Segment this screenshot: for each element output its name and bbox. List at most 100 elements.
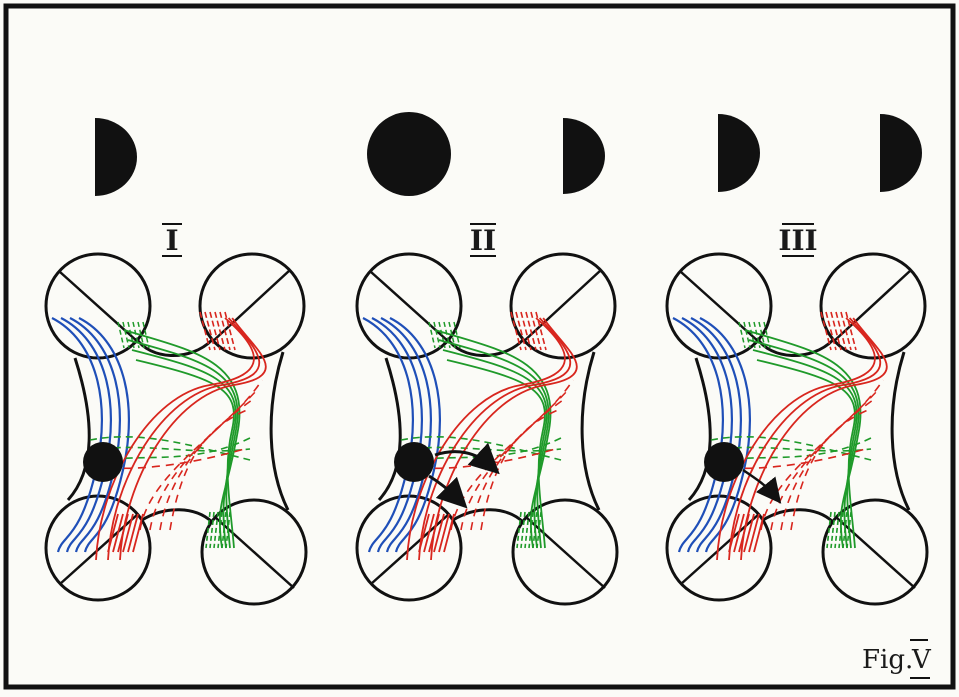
hatch-green (830, 511, 836, 549)
hatch-green (520, 511, 526, 549)
half-disc-icon (95, 118, 137, 196)
hatch-red (825, 311, 837, 351)
field-line-green (131, 349, 237, 549)
hatch-green (826, 511, 832, 549)
field-line-green (752, 349, 858, 549)
half-disc-icon (718, 114, 760, 192)
field-line-green (756, 359, 856, 549)
arrow (428, 474, 468, 509)
hatch-green (536, 511, 542, 549)
field-line-red-dashed (760, 379, 884, 531)
field-line-green (127, 339, 239, 549)
hatch-green (838, 511, 844, 549)
hatch-red (510, 311, 522, 351)
field-line-green (123, 329, 241, 549)
hatch-red (748, 513, 760, 553)
hatch-red (127, 513, 139, 553)
hatch-green (453, 321, 461, 349)
panel-label: II (470, 224, 496, 257)
half-disc-icon (880, 114, 922, 192)
field-line-green (748, 339, 860, 549)
hatch-green (205, 511, 211, 549)
hatch-green (516, 511, 522, 549)
field-line-red (107, 317, 260, 561)
hatch-red (132, 513, 144, 553)
field-line-green-dashed (710, 435, 872, 461)
pole-divider (680, 513, 760, 585)
field-line-red-dashed (770, 389, 879, 531)
hatch-red (209, 311, 221, 351)
pole-divider (832, 269, 912, 343)
pole-divider (59, 513, 139, 585)
black-disc (83, 442, 123, 482)
arrow (742, 468, 782, 504)
hatch-green (225, 511, 231, 549)
field-line-green-dashed (400, 435, 562, 461)
hatch-red (418, 513, 430, 553)
hatch-red (753, 513, 765, 553)
hatch-green (763, 321, 771, 349)
pole-divider (370, 513, 450, 585)
pole-circle (200, 498, 308, 606)
hatch-green (846, 511, 852, 549)
field-line-blue (699, 317, 751, 553)
pole-divider (211, 269, 291, 343)
hatch-green (448, 321, 456, 349)
hatch-red (428, 513, 440, 553)
field-line-blue (78, 317, 130, 553)
hatch-red (520, 311, 532, 351)
hatch-green (117, 321, 125, 349)
body-outline (687, 337, 911, 524)
hatch-red (438, 513, 450, 553)
pole-circle (511, 498, 619, 606)
hatch-green (127, 321, 135, 349)
field-line-red (716, 317, 876, 561)
hatch-red (733, 513, 745, 553)
hatch-red (219, 311, 231, 351)
body-outline (66, 337, 290, 524)
hatch-red (830, 311, 842, 351)
hatch-green (528, 511, 534, 549)
field-line-red-dashed (460, 389, 569, 531)
field-line-green (442, 349, 548, 549)
hatch-red (199, 311, 211, 351)
black-disc (394, 442, 434, 482)
hatch-red (535, 311, 547, 351)
hatch-red (820, 311, 832, 351)
field-line-red (418, 317, 571, 561)
hatch-red (525, 311, 537, 351)
hatch-red (122, 513, 134, 553)
hatch-red (738, 513, 750, 553)
field-line-red-dashed (790, 409, 869, 531)
hatch-green (738, 321, 746, 349)
panel-3 (665, 252, 929, 606)
pole-circle (819, 252, 927, 360)
figure-label: Fig. (862, 645, 913, 675)
field-line-green (135, 359, 235, 549)
hatch-green (428, 321, 436, 349)
pole-circle (509, 252, 617, 360)
panel-1 (44, 252, 308, 606)
half-disc-icon (563, 118, 605, 194)
field-line-green (744, 329, 862, 549)
panel-labels: I II III (162, 223, 818, 257)
field-line-green-dashed (89, 435, 251, 461)
field-line-red-dashed (450, 379, 574, 531)
pole-circle (821, 498, 929, 606)
hatch-red (107, 513, 119, 553)
hatch-green (209, 511, 215, 549)
hatch-green (753, 321, 761, 349)
hatch-green (758, 321, 766, 349)
hatch-red (840, 311, 852, 351)
field-line-blue (389, 317, 441, 553)
field-line-red-dashed (780, 399, 874, 531)
field-line-green (438, 339, 550, 549)
panel-2 (355, 252, 619, 606)
hatch-green (142, 321, 150, 349)
hatch-red (224, 311, 236, 351)
hatch-green (743, 321, 751, 349)
field-line-red-dashed (480, 409, 559, 531)
hatch-green (132, 321, 140, 349)
field-line-red (728, 317, 881, 561)
